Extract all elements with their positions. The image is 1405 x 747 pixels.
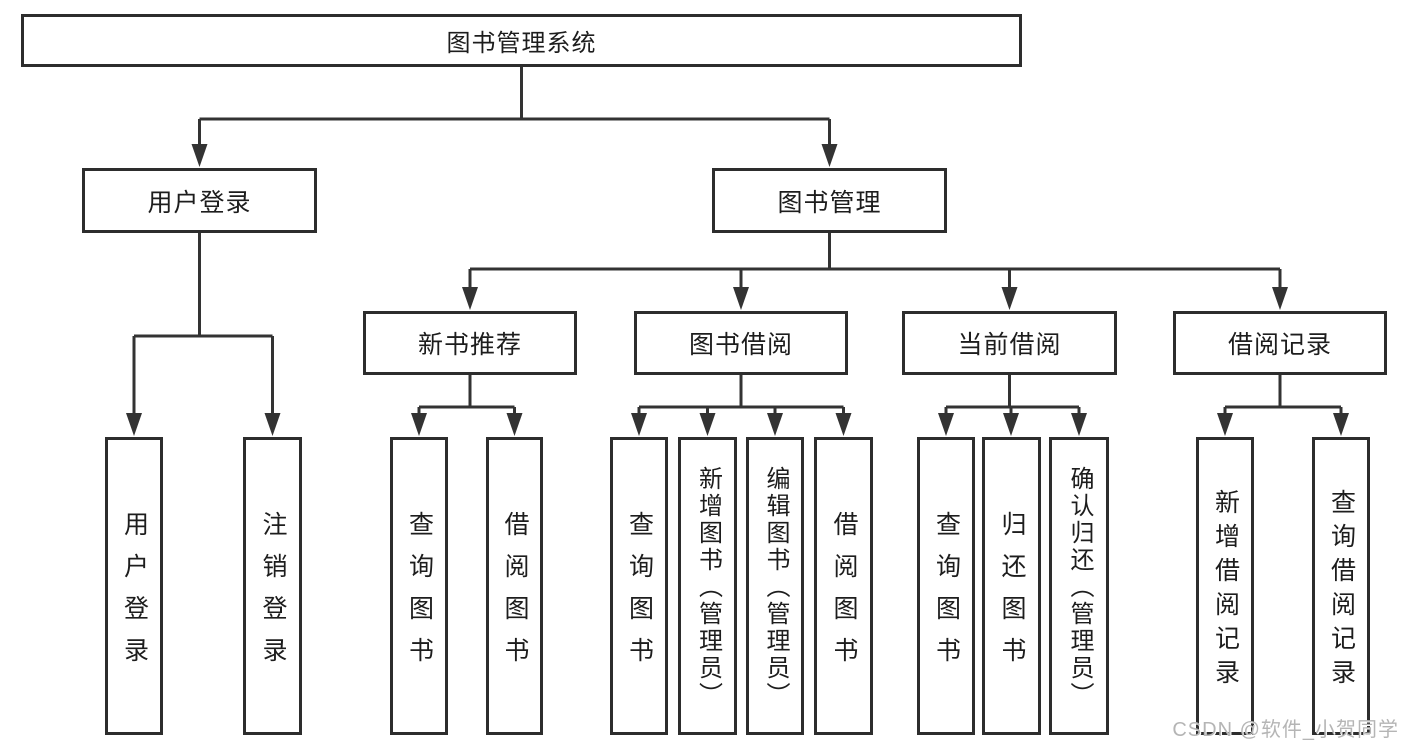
node-borrow-books: 借阅图书 bbox=[814, 437, 873, 735]
node-borrow-books-label: 借阅图书 bbox=[830, 510, 858, 679]
csdn-watermark: CSDN @软件_小贺同学 bbox=[1172, 719, 1399, 741]
node-login: 用户登录 bbox=[105, 437, 163, 735]
node-user-login: 用户登录 bbox=[82, 168, 317, 233]
node-book-borrowing: 图书借阅 bbox=[634, 311, 848, 375]
node-logout-label: 注销登录 bbox=[259, 510, 287, 679]
node-borrowing-records-label: 借阅记录 bbox=[1227, 331, 1332, 359]
node-query-books-current-label: 查询图书 bbox=[932, 510, 961, 679]
node-add-books-admin: 新增图书（管理员） bbox=[678, 437, 737, 735]
node-book-management-label: 图书管理 bbox=[777, 188, 882, 217]
node-new-book-recommend-label: 新书推荐 bbox=[417, 331, 522, 359]
node-current-borrowing-label: 当前借阅 bbox=[957, 331, 1062, 359]
arrowheads bbox=[126, 144, 1349, 436]
node-logout: 注销登录 bbox=[243, 437, 302, 735]
node-book-management: 图书管理 bbox=[712, 168, 947, 233]
node-add-borrow-record: 新增借阅记录 bbox=[1196, 437, 1254, 735]
node-confirm-return-admin-label: 确认归还（管理员） bbox=[1066, 466, 1093, 709]
node-confirm-return-admin: 确认归还（管理员） bbox=[1049, 437, 1109, 735]
node-query-borrow-record: 查询借阅记录 bbox=[1312, 437, 1370, 735]
node-edit-books-admin: 编辑图书（管理员） bbox=[746, 437, 804, 735]
node-query-borrow-record-label: 查询借阅记录 bbox=[1327, 488, 1356, 693]
node-login-label: 用户登录 bbox=[120, 510, 149, 679]
node-query-books-borrowing-label: 查询图书 bbox=[625, 510, 654, 679]
node-query-books-current: 查询图书 bbox=[917, 437, 975, 735]
node-query-books-borrowing: 查询图书 bbox=[610, 437, 668, 735]
node-library-system: 图书管理系统 bbox=[21, 14, 1022, 67]
node-add-borrow-record-label: 新增借阅记录 bbox=[1211, 488, 1240, 693]
node-borrow-books-recommend: 借阅图书 bbox=[486, 437, 543, 735]
node-borrowing-records: 借阅记录 bbox=[1173, 311, 1387, 375]
node-user-login-label: 用户登录 bbox=[147, 188, 252, 217]
node-query-books-recommend-label: 查询图书 bbox=[405, 510, 434, 679]
node-return-books: 归还图书 bbox=[982, 437, 1041, 735]
node-borrow-books-recommend-label: 借阅图书 bbox=[501, 510, 529, 679]
node-book-borrowing-label: 图书借阅 bbox=[688, 331, 793, 359]
node-query-books-recommend: 查询图书 bbox=[390, 437, 448, 735]
node-current-borrowing: 当前借阅 bbox=[902, 311, 1117, 375]
node-new-book-recommend: 新书推荐 bbox=[363, 311, 577, 375]
node-return-books-label: 归还图书 bbox=[998, 510, 1026, 679]
node-add-books-admin-label: 新增图书（管理员） bbox=[694, 466, 722, 709]
node-library-system-label: 图书管理系统 bbox=[446, 30, 597, 57]
node-edit-books-admin-label: 编辑图书（管理员） bbox=[762, 466, 789, 709]
